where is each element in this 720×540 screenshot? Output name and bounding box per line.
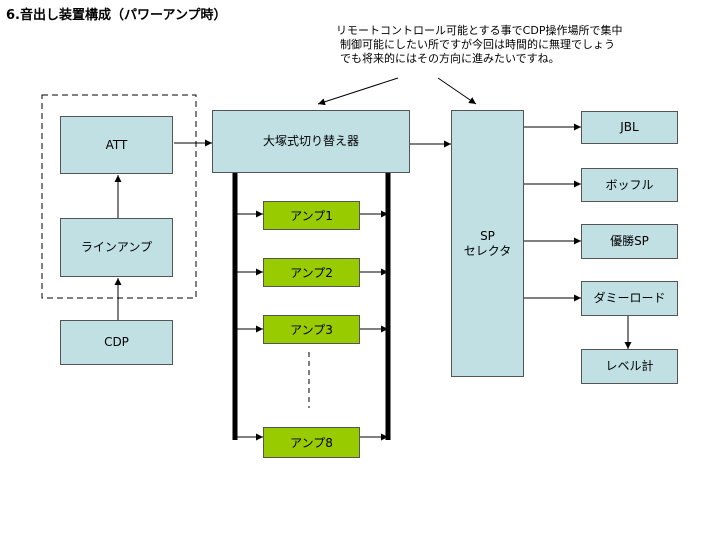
- cdp-label: CDP: [104, 335, 129, 349]
- switcher-box: 大塚式切り替え器: [212, 110, 410, 173]
- boffle-box: ボッフル: [581, 168, 678, 202]
- diagram-title: 6.音出し装置構成（パワーアンプ時）: [6, 8, 227, 23]
- sp-selector-label-2: セレクタ: [463, 243, 512, 258]
- amp-2-box: アンプ2: [263, 258, 360, 287]
- line-amp-box: ラインアンプ: [60, 218, 173, 277]
- amp-8-label: アンプ8: [290, 436, 333, 450]
- dummy-load-box: ダミーロード: [581, 281, 678, 316]
- att-label: ATT: [105, 137, 128, 152]
- amp-8-box: アンプ8: [263, 427, 360, 458]
- note-line-3: でも将来的にはその方向に進みたいですね。: [340, 52, 560, 65]
- note-line-1: リモートコントロール可能とする事でCDP操作場所で集中: [336, 24, 623, 37]
- boffle-label: ボッフル: [605, 177, 654, 192]
- cdp-box: CDP: [60, 320, 173, 365]
- jbl-box: JBL: [581, 111, 678, 144]
- att-box: ATT: [60, 116, 173, 174]
- dummy-load-label: ダミーロード: [593, 291, 666, 305]
- amp-2-label: アンプ2: [290, 266, 333, 280]
- yusho-sp-label: 優勝SP: [610, 234, 649, 248]
- line-amp-label: ラインアンプ: [80, 240, 153, 254]
- amp-1-box: アンプ1: [263, 201, 360, 230]
- level-meter-label: レベル計: [605, 359, 654, 373]
- note-line-2: 制御可能にしたい所ですが今回は時間的に無理でしょう: [340, 38, 615, 51]
- sp-selector-label-1: SP: [480, 228, 495, 243]
- yusho-sp-box: 優勝SP: [581, 224, 678, 259]
- att-lineamp-group-outline: [41, 94, 197, 299]
- amp-3-label: アンプ3: [290, 323, 333, 337]
- amp-1-label: アンプ1: [290, 209, 333, 223]
- level-meter-box: レベル計: [581, 349, 678, 384]
- sp-selector-box: SP セレクタ: [451, 110, 524, 377]
- annotation-note: リモートコントロール可能とする事でCDP操作場所で集中 制御可能にしたい所ですが…: [336, 24, 622, 66]
- switcher-label: 大塚式切り替え器: [262, 134, 359, 148]
- jbl-label: JBL: [620, 120, 639, 134]
- amp-3-box: アンプ3: [263, 315, 360, 344]
